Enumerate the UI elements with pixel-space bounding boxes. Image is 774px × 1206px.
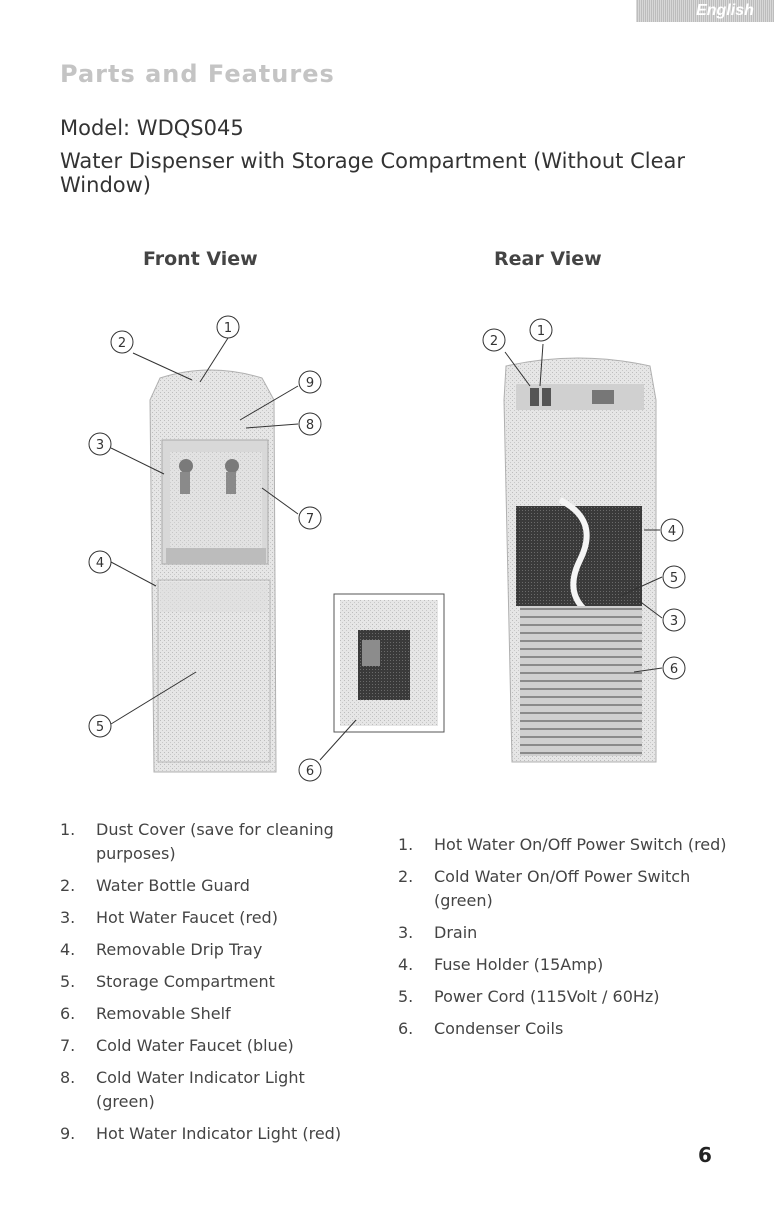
list-item-number: 7. — [60, 1036, 76, 1055]
list-item: 4. Fuse Holder (15Amp) — [398, 953, 728, 977]
list-item-text: Condenser Coils — [434, 1019, 564, 1038]
list-item: 9. Hot Water Indicator Light (red) — [60, 1122, 360, 1146]
list-item: 3. Drain — [398, 921, 728, 945]
list-item-number: 4. — [398, 955, 414, 974]
language-tab: English — [636, 0, 774, 22]
callout-rear-3: 3 — [662, 608, 686, 632]
list-item-number: 8. — [60, 1068, 76, 1087]
callout-label: 7 — [306, 512, 314, 527]
list-item-number: 2. — [60, 876, 76, 895]
callout-rear-4: 4 — [660, 518, 684, 542]
language-tab-label: English — [696, 2, 754, 19]
callout-label: 8 — [306, 418, 314, 433]
list-item: 1. Dust Cover (save for cleaning purposes… — [60, 818, 360, 866]
callout-rear-2: 2 — [482, 328, 506, 352]
callout-front-2: 2 — [110, 330, 134, 354]
list-item: 5. Power Cord (115Volt / 60Hz) — [398, 985, 728, 1009]
callout-label: 3 — [670, 614, 678, 629]
list-item-text: Removable Shelf — [96, 1004, 231, 1023]
list-item-text: Hot Water Indicator Light (red) — [96, 1124, 342, 1143]
list-item-text: Dust Cover (save for cleaning purposes) — [96, 820, 334, 863]
callout-front-8: 8 — [298, 412, 322, 436]
callout-front-5: 5 — [88, 714, 112, 738]
callout-label: 2 — [490, 334, 498, 349]
callout-rear-6: 6 — [662, 656, 686, 680]
callout-front-7: 7 — [298, 506, 322, 530]
list-item: 2. Water Bottle Guard — [60, 874, 360, 898]
front-view-title: Front View — [143, 248, 258, 270]
list-item-number: 6. — [398, 1019, 414, 1038]
list-item-number: 3. — [60, 908, 76, 927]
list-item: 8. Cold Water Indicator Light (green) — [60, 1066, 360, 1114]
callout-label: 6 — [306, 764, 314, 779]
list-item: 7. Cold Water Faucet (blue) — [60, 1034, 360, 1058]
page-number: 6 — [698, 1143, 712, 1167]
rear-view-title: Rear View — [494, 248, 602, 270]
list-item-number: 1. — [398, 835, 414, 854]
callout-front-3: 3 — [88, 432, 112, 456]
list-item-number: 5. — [60, 972, 76, 991]
page-title: Parts and Features — [60, 60, 335, 88]
list-item-text: Power Cord (115Volt / 60Hz) — [434, 987, 660, 1006]
rear-dispenser-image — [503, 357, 657, 763]
list-item-text: Cold Water Indicator Light (green) — [96, 1068, 305, 1111]
list-item: 3. Hot Water Faucet (red) — [60, 906, 360, 930]
callout-label: 6 — [670, 662, 678, 677]
list-item-text: Water Bottle Guard — [96, 876, 250, 895]
list-item-number: 1. — [60, 820, 76, 839]
list-item: 5. Storage Compartment — [60, 970, 360, 994]
callout-label: 1 — [537, 324, 545, 339]
callout-label: 4 — [96, 556, 104, 571]
list-item-number: 4. — [60, 940, 76, 959]
list-item-text: Drain — [434, 923, 478, 942]
callout-label: 3 — [96, 438, 104, 453]
callout-label: 5 — [96, 720, 104, 735]
front-parts-list: 1. Dust Cover (save for cleaning purposes… — [60, 818, 360, 1154]
callout-label: 1 — [224, 321, 232, 336]
list-item-text: Fuse Holder (15Amp) — [434, 955, 604, 974]
callout-front-4: 4 — [88, 550, 112, 574]
product-illustrations: 1 2 9 8 3 7 4 5 6 2 1 4 — [88, 315, 686, 782]
list-item: 6. Condenser Coils — [398, 1017, 728, 1041]
front-dispenser-image — [149, 369, 277, 773]
callout-label: 4 — [668, 524, 676, 539]
list-item-number: 6. — [60, 1004, 76, 1023]
model-line: Model: WDQS045 — [60, 116, 244, 140]
callout-label: 5 — [670, 571, 678, 586]
list-item: 6. Removable Shelf — [60, 1002, 360, 1026]
list-item-text: Storage Compartment — [96, 972, 275, 991]
callout-front-9: 9 — [298, 370, 322, 394]
list-item: 1. Hot Water On/Off Power Switch (red) — [398, 833, 728, 857]
list-item-number: 9. — [60, 1124, 76, 1143]
list-item-number: 5. — [398, 987, 414, 1006]
callout-rear-1: 1 — [529, 318, 553, 342]
callout-label: 9 — [306, 376, 314, 391]
list-item-text: Cold Water On/Off Power Switch (green) — [434, 867, 691, 910]
list-item-text: Cold Water Faucet (blue) — [96, 1036, 294, 1055]
list-item-text: Hot Water On/Off Power Switch (red) — [434, 835, 727, 854]
list-item-number: 3. — [398, 923, 414, 942]
list-item-text: Removable Drip Tray — [96, 940, 263, 959]
callout-label: 2 — [118, 336, 126, 351]
subtitle: Water Dispenser with Storage Compartment… — [60, 149, 685, 197]
storage-compartment-inset-image — [333, 593, 445, 733]
callout-front-6: 6 — [298, 758, 322, 782]
list-item-number: 2. — [398, 867, 414, 886]
callout-rear-5: 5 — [662, 565, 686, 589]
list-item-text: Hot Water Faucet (red) — [96, 908, 278, 927]
list-item: 4. Removable Drip Tray — [60, 938, 360, 962]
callout-front-1: 1 — [216, 315, 240, 339]
list-item: 2. Cold Water On/Off Power Switch (green) — [398, 865, 728, 913]
rear-parts-list: 1. Hot Water On/Off Power Switch (red) 2.… — [398, 833, 728, 1049]
